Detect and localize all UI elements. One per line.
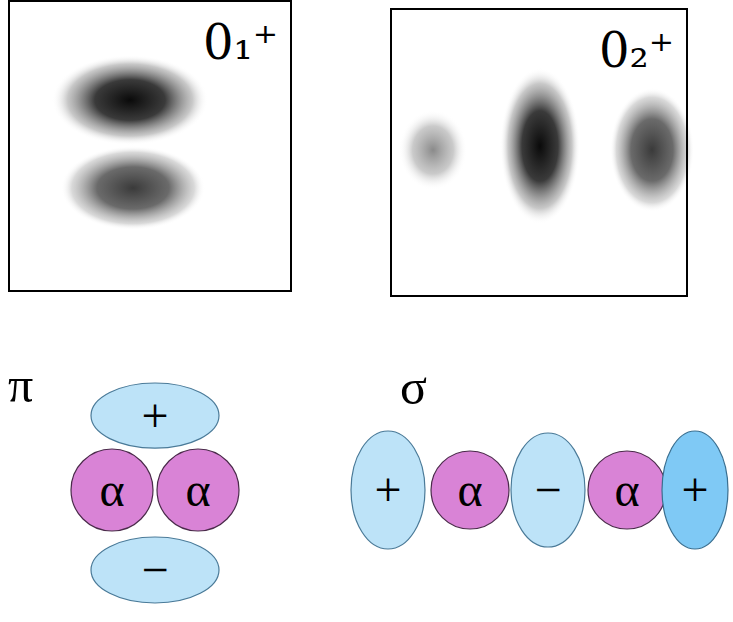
lobe-shape: [157, 449, 239, 531]
alpha-circle: α: [587, 450, 667, 530]
lobe-shape: [351, 431, 425, 549]
lobe-shape: [91, 537, 219, 603]
alpha-circle: α: [70, 448, 154, 532]
lobe-sign: α: [99, 466, 124, 514]
lobe-shape: [662, 431, 728, 549]
alpha-circle: α: [156, 448, 240, 532]
lobe-shape: [431, 451, 509, 529]
lobe-sign: +: [681, 466, 708, 514]
alpha-circle: α: [430, 450, 510, 530]
lobe-sign: α: [185, 466, 210, 514]
lobe-shape: [511, 433, 585, 547]
orbital-label: σ: [400, 362, 427, 412]
lobe-sign: −: [141, 546, 168, 594]
density-blob-0plus1: [52, 55, 208, 230]
orbital-lobe: −: [90, 536, 220, 604]
orbital-lobe: +: [350, 430, 426, 550]
lobe-shape: [71, 449, 153, 531]
lobe-shape: [91, 383, 219, 448]
lobe-sign: α: [457, 466, 482, 514]
density-blob-0plus2: [399, 68, 694, 224]
density-panel: 0₁⁺: [8, 0, 292, 292]
orbital-label: π: [8, 360, 33, 410]
orbital-lobe: −: [510, 432, 586, 548]
orbital-lobe: +: [90, 382, 220, 449]
lobe-sign: −: [534, 466, 561, 514]
state-label: 0₁⁺: [203, 18, 278, 66]
lobe-sign: +: [374, 466, 401, 514]
orbital-lobe: +: [661, 430, 729, 550]
state-label: 0₂⁺: [599, 26, 674, 74]
lobe-sign: +: [141, 392, 168, 440]
density-panel: 0₂⁺: [390, 8, 688, 297]
lobe-sign: α: [614, 466, 639, 514]
lobe-shape: [588, 451, 666, 529]
